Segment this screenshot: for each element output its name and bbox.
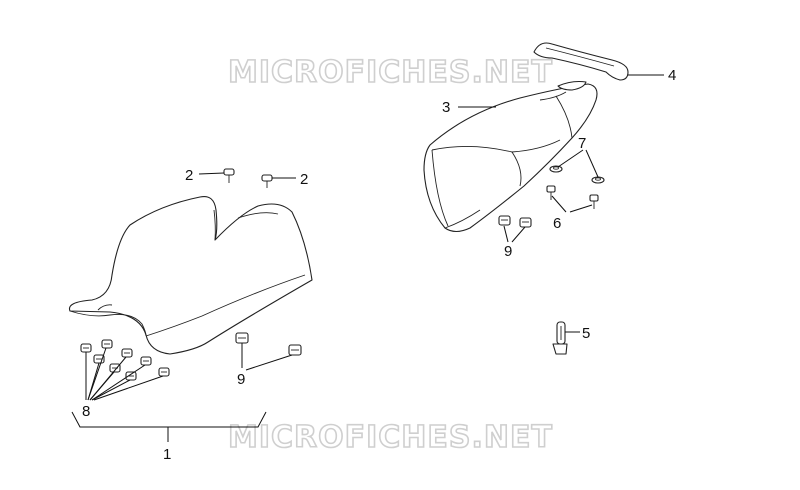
callout-3: 3	[442, 99, 450, 116]
clip	[101, 339, 113, 349]
screw-right	[589, 194, 599, 209]
callout-4: 4	[668, 67, 676, 84]
bolt-right	[261, 174, 273, 188]
callout-6: 6	[553, 215, 561, 232]
clip	[121, 348, 133, 358]
clip	[125, 371, 137, 381]
callout-5: 5	[582, 325, 590, 342]
rider-seat	[68, 195, 313, 355]
grommet-right	[591, 176, 605, 184]
callout-2-left: 2	[185, 167, 193, 184]
callout-9-left: 9	[237, 371, 245, 388]
callout-9-right: 9	[504, 243, 512, 260]
watermark-top: MICROFICHES.NET	[228, 55, 553, 90]
callout-1: 1	[163, 446, 171, 463]
callout-7: 7	[578, 135, 586, 152]
callout-8: 8	[82, 403, 90, 420]
clip	[158, 367, 170, 377]
callout-2-right: 2	[300, 171, 308, 188]
bolt-left	[223, 168, 235, 183]
nut-right-a	[498, 215, 511, 226]
leader-lines	[71, 74, 664, 442]
watermark-bottom: MICROFICHES.NET	[228, 420, 553, 455]
clip	[80, 343, 92, 353]
grab-handle	[533, 42, 629, 81]
grommet-left	[549, 165, 563, 173]
clips-group-8	[80, 339, 170, 381]
clip	[140, 356, 152, 366]
nut-left-a	[235, 332, 249, 344]
nut-right-b	[519, 217, 532, 228]
screw-left	[546, 185, 556, 200]
nut-left-b	[288, 344, 302, 356]
passenger-seat-cowl	[423, 80, 598, 233]
seat-latch-key	[552, 321, 568, 355]
